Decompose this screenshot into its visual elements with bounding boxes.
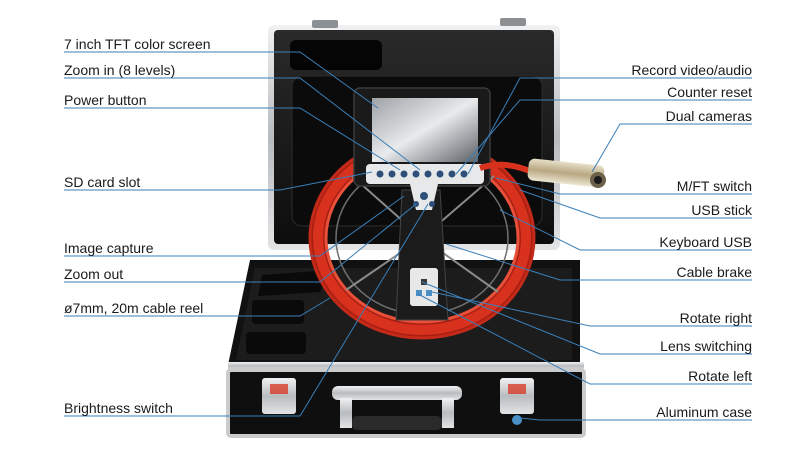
- label-dual-cameras: Dual cameras: [665, 108, 752, 124]
- label-aluminum-case: Aluminum case: [656, 404, 752, 420]
- label-screen: 7 inch TFT color screen: [64, 36, 211, 52]
- label-usb-stick: USB stick: [691, 202, 752, 218]
- label-image-capture: Image capture: [64, 240, 154, 256]
- case-handle: [332, 386, 462, 430]
- label-cable-brake: Cable brake: [676, 264, 753, 280]
- label-mft-switch: M/FT switch: [676, 178, 752, 194]
- leader-lines: [64, 51, 752, 421]
- label-rotate-left: Rotate left: [688, 368, 752, 384]
- camera-head: [479, 158, 606, 188]
- label-brightness-switch: Brightness switch: [64, 400, 173, 416]
- label-sd-card-slot: SD card slot: [64, 174, 141, 190]
- label-record: Record video/audio: [631, 62, 752, 78]
- label-lens-switching: Lens switching: [660, 338, 752, 354]
- label-zoom-out: Zoom out: [64, 266, 124, 282]
- latch-left: [262, 378, 296, 414]
- label-keyboard-usb: Keyboard USB: [659, 234, 752, 250]
- label-counter-reset: Counter reset: [667, 84, 752, 100]
- label-zoom-in: Zoom in (8 levels): [64, 62, 176, 78]
- label-power-button: Power button: [64, 92, 147, 108]
- label-rotate-right: Rotate right: [679, 310, 752, 326]
- label-cable-reel: ø7mm, 20m cable reel: [64, 300, 204, 316]
- monitor: [353, 87, 491, 210]
- latch-right: [500, 378, 534, 425]
